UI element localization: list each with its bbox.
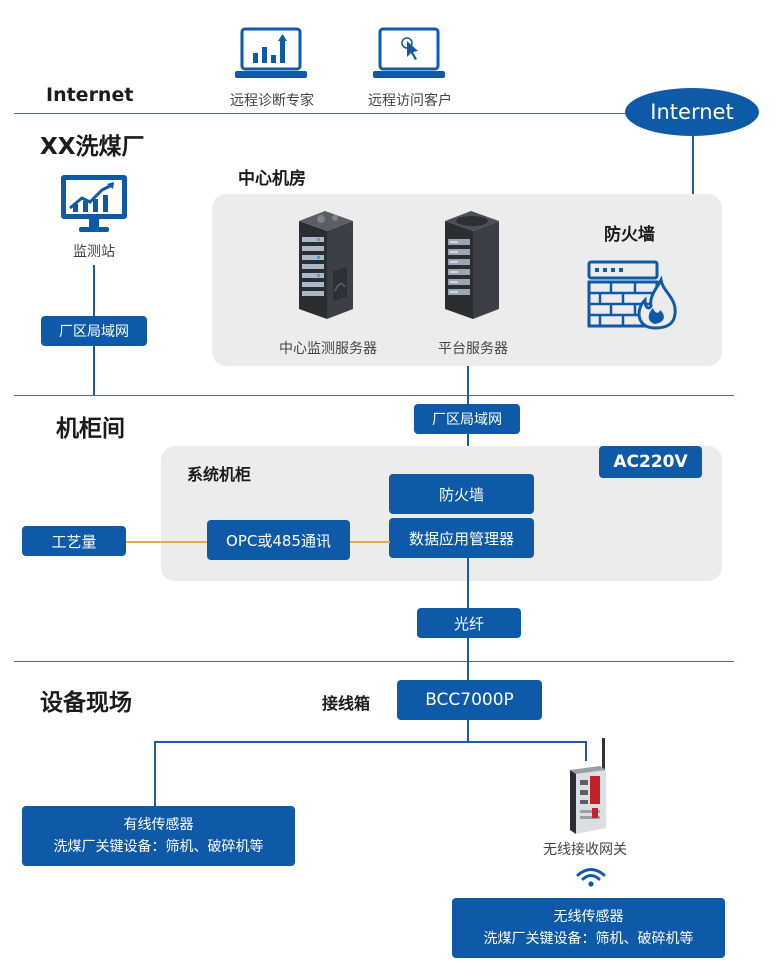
firewall-icon	[587, 260, 677, 330]
server-rack-icon	[299, 211, 353, 319]
wired-sensor-desc: 洗煤厂关键设备：筛机、破碎机等	[53, 839, 264, 855]
plant-lan-box: 厂区局域网	[41, 316, 147, 346]
monitor-station-label: 监测站	[73, 244, 115, 260]
cabinet-firewall-box: 防火墙	[389, 474, 534, 514]
wireless-sensor-title: 无线传感器	[553, 909, 624, 925]
bcc-down-link	[467, 720, 469, 742]
cabinet-room-title: 机柜间	[56, 416, 125, 442]
wired-sensor-title: 有线传感器	[123, 817, 194, 833]
gateway-drop-link	[585, 741, 587, 761]
junction-box-label: 接线箱	[322, 694, 371, 713]
process-box: 工艺量	[22, 526, 126, 556]
laptop-cursor-icon	[373, 27, 445, 78]
remote-expert-label: 远程诊断专家	[230, 93, 314, 109]
field-title: 设备现场	[40, 690, 132, 716]
bcc-box: BCC7000P	[397, 680, 542, 720]
data-manager-box: 数据应用管理器	[389, 518, 534, 558]
field-bus-line	[154, 741, 586, 743]
process-to-opc-link	[126, 541, 208, 543]
remote-client-label: 远程访问客户	[368, 93, 452, 109]
power-badge: AC220V	[599, 446, 702, 478]
gateway-device-icon	[570, 738, 606, 834]
opc-to-manager-link	[350, 541, 390, 543]
server1-label: 中心监测服务器	[279, 341, 377, 357]
system-cabinet-title: 系统机柜	[187, 465, 252, 484]
plant-title: XX洗煤厂	[40, 134, 145, 160]
fiber-box: 光纤	[417, 608, 521, 638]
gateway-label: 无线接收网关	[543, 842, 627, 858]
plant-divider	[14, 395, 734, 396]
server-rack-icon	[445, 211, 499, 319]
internet-cloud-label: Internet	[650, 100, 734, 124]
internet-link	[692, 136, 694, 194]
opc-box: OPC或485通讯	[207, 520, 350, 560]
monitor-chart-icon	[61, 175, 127, 232]
wired-drop-link	[154, 741, 156, 807]
laptop-chart-icon	[235, 27, 307, 78]
internet-divider	[14, 113, 654, 114]
server2-label: 平台服务器	[438, 341, 508, 357]
wireless-sensor-desc: 洗煤厂关键设备：筛机、破碎机等	[483, 931, 694, 947]
internet-cloud: Internet	[625, 88, 759, 136]
cabinet-lan-box: 厂区局域网	[414, 404, 520, 434]
wired-sensor-box: 有线传感器 洗煤厂关键设备：筛机、破碎机等	[22, 806, 295, 866]
cabinet-divider	[14, 661, 734, 662]
center-room-title: 中心机房	[238, 169, 306, 189]
wifi-icon	[576, 868, 606, 887]
internet-label: Internet	[46, 84, 134, 106]
center-firewall-title: 防火墙	[604, 225, 655, 245]
wireless-sensor-box: 无线传感器 洗煤厂关键设备：筛机、破碎机等	[452, 898, 725, 958]
